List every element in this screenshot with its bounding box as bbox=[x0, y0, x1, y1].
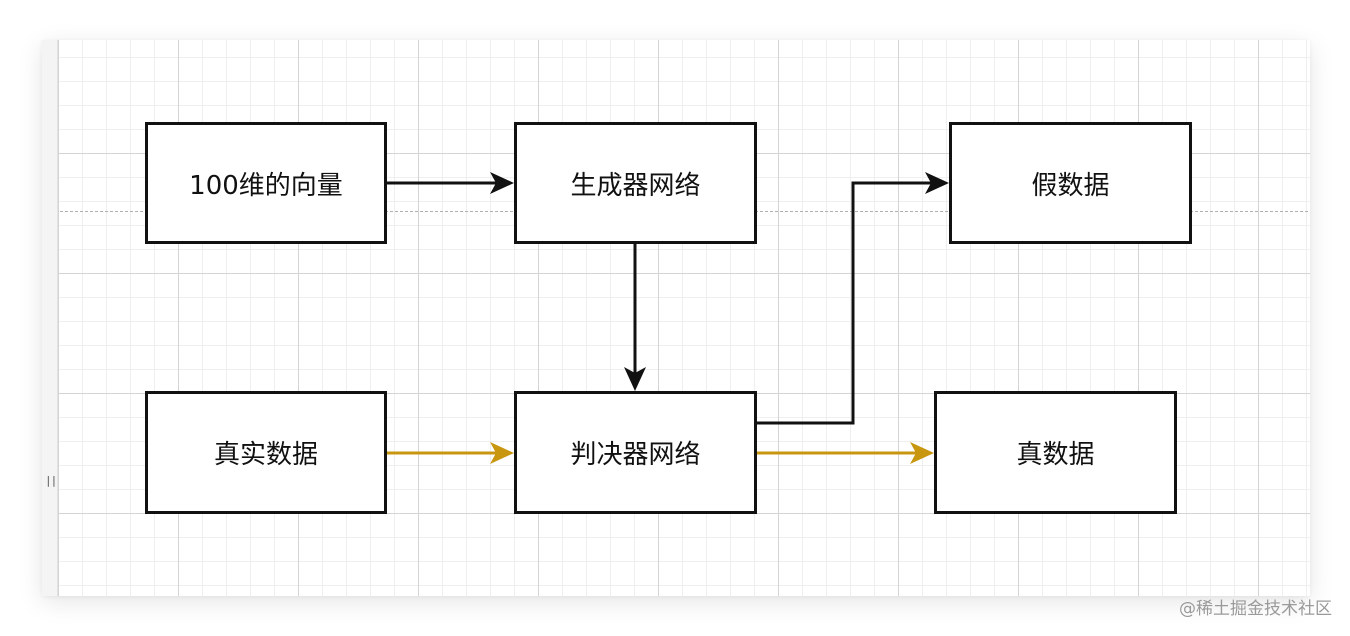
edge-discriminator-to-fake-data[interactable] bbox=[757, 172, 949, 425]
arrowhead-icon bbox=[910, 442, 934, 464]
canvas-left-rail bbox=[42, 40, 58, 596]
edge-real-data-to-discriminator[interactable] bbox=[387, 442, 514, 464]
edge-discriminator-to-true-data[interactable] bbox=[757, 442, 934, 464]
node-label: 真实数据 bbox=[213, 440, 318, 470]
edge-vector-to-generator[interactable] bbox=[387, 172, 514, 194]
arrowhead-icon bbox=[490, 442, 514, 464]
node-fake-data[interactable]: 假数据 bbox=[949, 122, 1192, 244]
arrowhead-icon bbox=[490, 172, 514, 194]
node-label: 100维的向量 bbox=[189, 170, 343, 201]
watermark-text: @稀土掘金技术社区 bbox=[1179, 599, 1332, 619]
node-label: 假数据 bbox=[1031, 170, 1110, 201]
resize-handle-icon[interactable]: || bbox=[45, 474, 57, 487]
arrowhead-icon bbox=[624, 367, 646, 391]
arrowhead-icon bbox=[925, 172, 949, 194]
node-real-data[interactable]: 真实数据 bbox=[145, 391, 387, 514]
node-100d-vector[interactable]: 100维的向量 bbox=[145, 122, 387, 244]
node-true-data[interactable]: 真数据 bbox=[934, 391, 1177, 514]
node-label: 判决器网络 bbox=[570, 440, 701, 470]
node-discriminator-network[interactable]: 判决器网络 bbox=[514, 391, 757, 514]
node-label: 真数据 bbox=[1016, 440, 1095, 470]
node-generator-network[interactable]: 生成器网络 bbox=[514, 122, 757, 244]
edge-generator-to-discriminator[interactable] bbox=[624, 244, 646, 391]
node-label: 生成器网络 bbox=[570, 170, 701, 201]
